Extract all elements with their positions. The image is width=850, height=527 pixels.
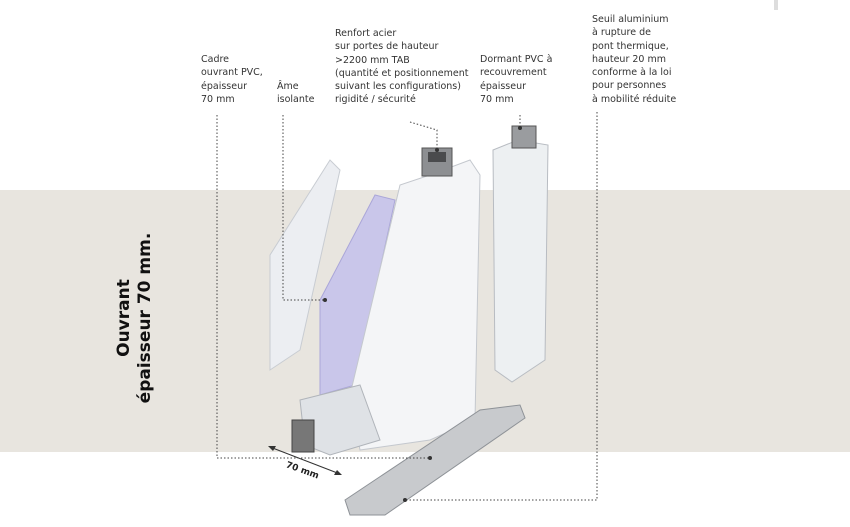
label-seuil: Seuil aluminium à rupture de pont thermi… xyxy=(592,13,676,106)
label-line: à rupture de xyxy=(592,27,651,39)
label-line: rigidité / sécurité xyxy=(335,94,416,106)
label-line: recouvrement xyxy=(480,67,547,79)
label-line: pour personnes xyxy=(592,80,667,92)
label-line: (quantité et positionnement xyxy=(335,67,469,79)
label-line: sur portes de hauteur xyxy=(335,41,439,53)
bottom-steel-section xyxy=(291,419,315,453)
label-line: 70 mm xyxy=(201,93,235,105)
label-line: conforme à la loi xyxy=(592,67,672,79)
label-ame: Âme isolante xyxy=(277,80,314,107)
leader-lines xyxy=(216,112,598,501)
label-dormant: Dormant PVC à recouvrement épaisseur 70 … xyxy=(480,53,552,106)
label-line: Renfort acier xyxy=(335,28,397,39)
label-line: suivant les configurations) xyxy=(335,81,461,93)
label-line: Dormant PVC à xyxy=(480,54,553,65)
leader-dots xyxy=(323,126,522,502)
label-line: ouvrant PVC, xyxy=(201,67,263,79)
label-line: Seuil aluminium xyxy=(592,14,669,25)
label-line: pont thermique, xyxy=(592,40,669,52)
dormant-profile xyxy=(492,139,549,383)
label-line: 70 mm xyxy=(480,93,514,105)
label-line: épaisseur xyxy=(201,80,248,92)
label-line: Cadre xyxy=(201,54,230,65)
dormant-steel xyxy=(511,125,537,149)
label-line: isolante xyxy=(277,94,315,106)
label-line: épaisseur xyxy=(480,80,527,92)
decorative-mark xyxy=(774,0,778,10)
label-line: hauteur 20 mm xyxy=(592,53,666,65)
label-renfort: Renfort acier sur portes de hauteur >220… xyxy=(335,27,468,107)
aluminium-threshold xyxy=(344,404,526,516)
door-frame xyxy=(349,159,481,451)
label-line: à mobilité réduite xyxy=(592,93,677,105)
steel-reinforcement-hole xyxy=(428,152,446,162)
dimension-arrow xyxy=(269,446,341,475)
outer-panel xyxy=(269,159,341,371)
label-line: Âme xyxy=(277,81,299,92)
label-cadre: Cadre ouvrant PVC, épaisseur 70 mm xyxy=(201,53,263,106)
label-line: >2200 mm TAB xyxy=(335,54,410,66)
